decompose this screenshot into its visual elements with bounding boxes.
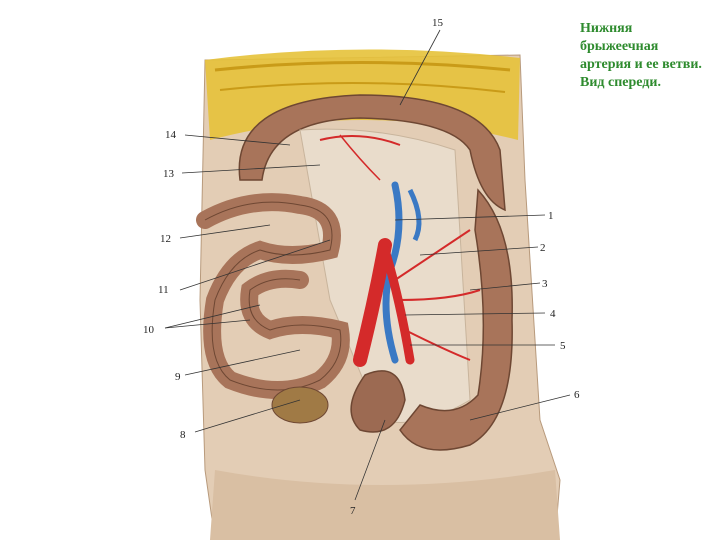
label-12: 12 (160, 233, 171, 245)
label-13: 13 (163, 168, 175, 180)
label-3: 3 (542, 278, 548, 290)
label-7: 7 (350, 505, 356, 517)
figure-caption: Нижняя брыжеечная артерия и ее ветви. Ви… (580, 21, 702, 90)
descending-colon (399, 188, 513, 451)
label-1: 1 (548, 210, 554, 222)
label-2: 2 (540, 242, 546, 254)
label-14: 14 (165, 129, 177, 141)
label-4: 4 (550, 308, 556, 320)
sigmoid-colon (350, 370, 406, 433)
small-intestine (196, 193, 350, 424)
leader-lines (164, 29, 571, 501)
label-10: 10 (143, 324, 155, 336)
label-11: 11 (158, 284, 169, 296)
inferior-mesenteric-artery (319, 134, 481, 367)
label-5: 5 (560, 340, 566, 352)
label-8: 8 (180, 429, 186, 441)
label-6: 6 (574, 389, 580, 401)
label-9: 9 (175, 371, 181, 383)
label-15: 15 (432, 17, 444, 29)
transverse-colon (238, 94, 506, 212)
labels: 1 2 3 4 5 6 7 8 9 10 11 12 13 14 15 (143, 17, 580, 517)
